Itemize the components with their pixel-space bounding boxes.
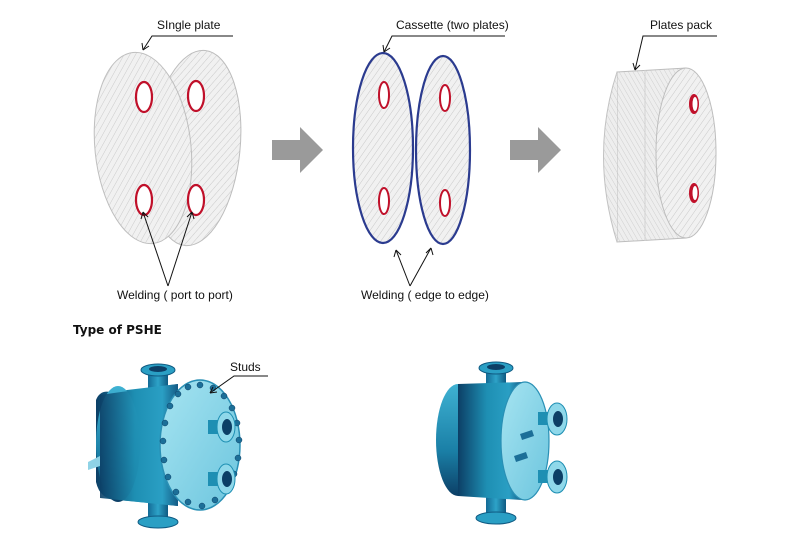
cassette-callout (382, 35, 505, 53)
process-arrow-icon (272, 127, 323, 173)
studs-label: Studs (230, 360, 261, 374)
pshe-with-studs (88, 363, 243, 529)
port-rings (134, 79, 206, 217)
cassette-label: Cassette (two plates) (396, 18, 509, 32)
pshe-without-studs (436, 361, 568, 525)
welding-port-label: Welding ( port to port) (117, 288, 233, 302)
plates-pack-figure (603, 67, 717, 243)
plates-pack-callout (632, 35, 717, 71)
section-title: Type of PSHE (73, 323, 162, 337)
plates-pack-label: Plates pack (650, 18, 713, 32)
studs-callout (209, 375, 268, 394)
single-plate-callout (141, 35, 233, 51)
single-plate-label: SIngle plate (157, 18, 221, 32)
cassette-figure (351, 51, 472, 246)
welding-port-leaders (140, 211, 195, 287)
welding-edge-leaders (393, 247, 434, 287)
cassette-port-rings (378, 81, 451, 217)
single-plate-figure (93, 49, 242, 247)
process-arrow-icon (510, 127, 561, 173)
welding-edge-label: Welding ( edge to edge) (361, 288, 489, 302)
